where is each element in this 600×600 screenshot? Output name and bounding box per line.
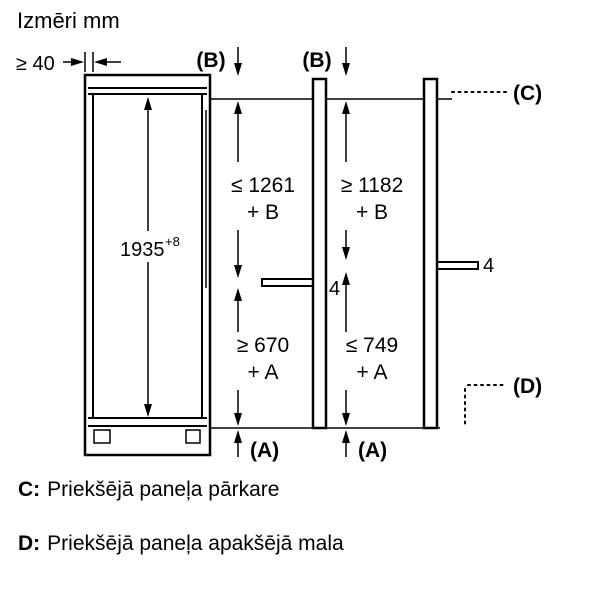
dimension-lower-right: ≤ 749 + A — [342, 272, 398, 426]
dimension-lower-left: ≥ 670 + A — [234, 288, 289, 426]
label-a-left: (A) — [234, 430, 279, 462]
dimension-upper-right: ≥ 1182 + B — [341, 101, 404, 260]
panel-bar-left — [311, 77, 328, 430]
c-label: (C) — [513, 82, 542, 105]
dimension-upper-left: ≤ 1261 + B — [231, 101, 295, 278]
upper-left-add: + B — [247, 201, 279, 224]
gap-4-left-label: 4 — [329, 278, 340, 300]
upper-left-value: ≤ 1261 — [231, 174, 295, 197]
lower-right-add: + A — [357, 361, 388, 384]
marker-c: (C) — [451, 82, 542, 105]
b-right-text: (B) — [302, 49, 331, 72]
lower-left-add: + A — [248, 361, 279, 384]
dimension-1935-sup: +8 — [165, 234, 180, 249]
lower-right-value: ≤ 749 — [346, 334, 398, 357]
upper-right-add: + B — [356, 201, 388, 224]
legend-c-key: C: — [18, 478, 41, 501]
legend-item-d: D: Priekšējā paneļa apakšējā mala — [18, 532, 344, 556]
d-label: (D) — [513, 375, 542, 398]
legend-item-c: C: Priekšējā paneļa pārkare — [18, 478, 279, 502]
label-a-right: (A) — [342, 430, 387, 462]
label-b-right: (B) — [302, 47, 350, 76]
upper-right-value: ≥ 1182 — [341, 174, 404, 197]
gap-4-right-label: 4 — [483, 255, 494, 277]
legend-d-text: Priekšējā paneļa apakšējā mala — [47, 532, 344, 555]
dimension-niche-height: 1935 +8 — [116, 97, 184, 417]
b-left-text: (B) — [196, 49, 225, 72]
a-left-text: (A) — [250, 439, 279, 462]
dimension-clearance-left: ≥ 40 — [16, 52, 121, 75]
panel-bar-right — [422, 77, 439, 430]
marker-d: (D) — [464, 375, 542, 428]
label-b-left: (B) — [196, 47, 242, 76]
clearance-value: ≥ 40 — [16, 53, 55, 75]
a-right-text: (A) — [358, 439, 387, 462]
legend-d-key: D: — [18, 532, 41, 555]
gap-piece-right — [436, 261, 479, 270]
lower-left-value: ≥ 670 — [237, 334, 289, 357]
dimension-1935-value: 1935 — [120, 239, 165, 261]
page-title: Izmēri mm — [17, 8, 120, 33]
legend-c-text: Priekšējā paneļa pārkare — [47, 478, 280, 501]
gap-piece-left — [261, 278, 314, 287]
